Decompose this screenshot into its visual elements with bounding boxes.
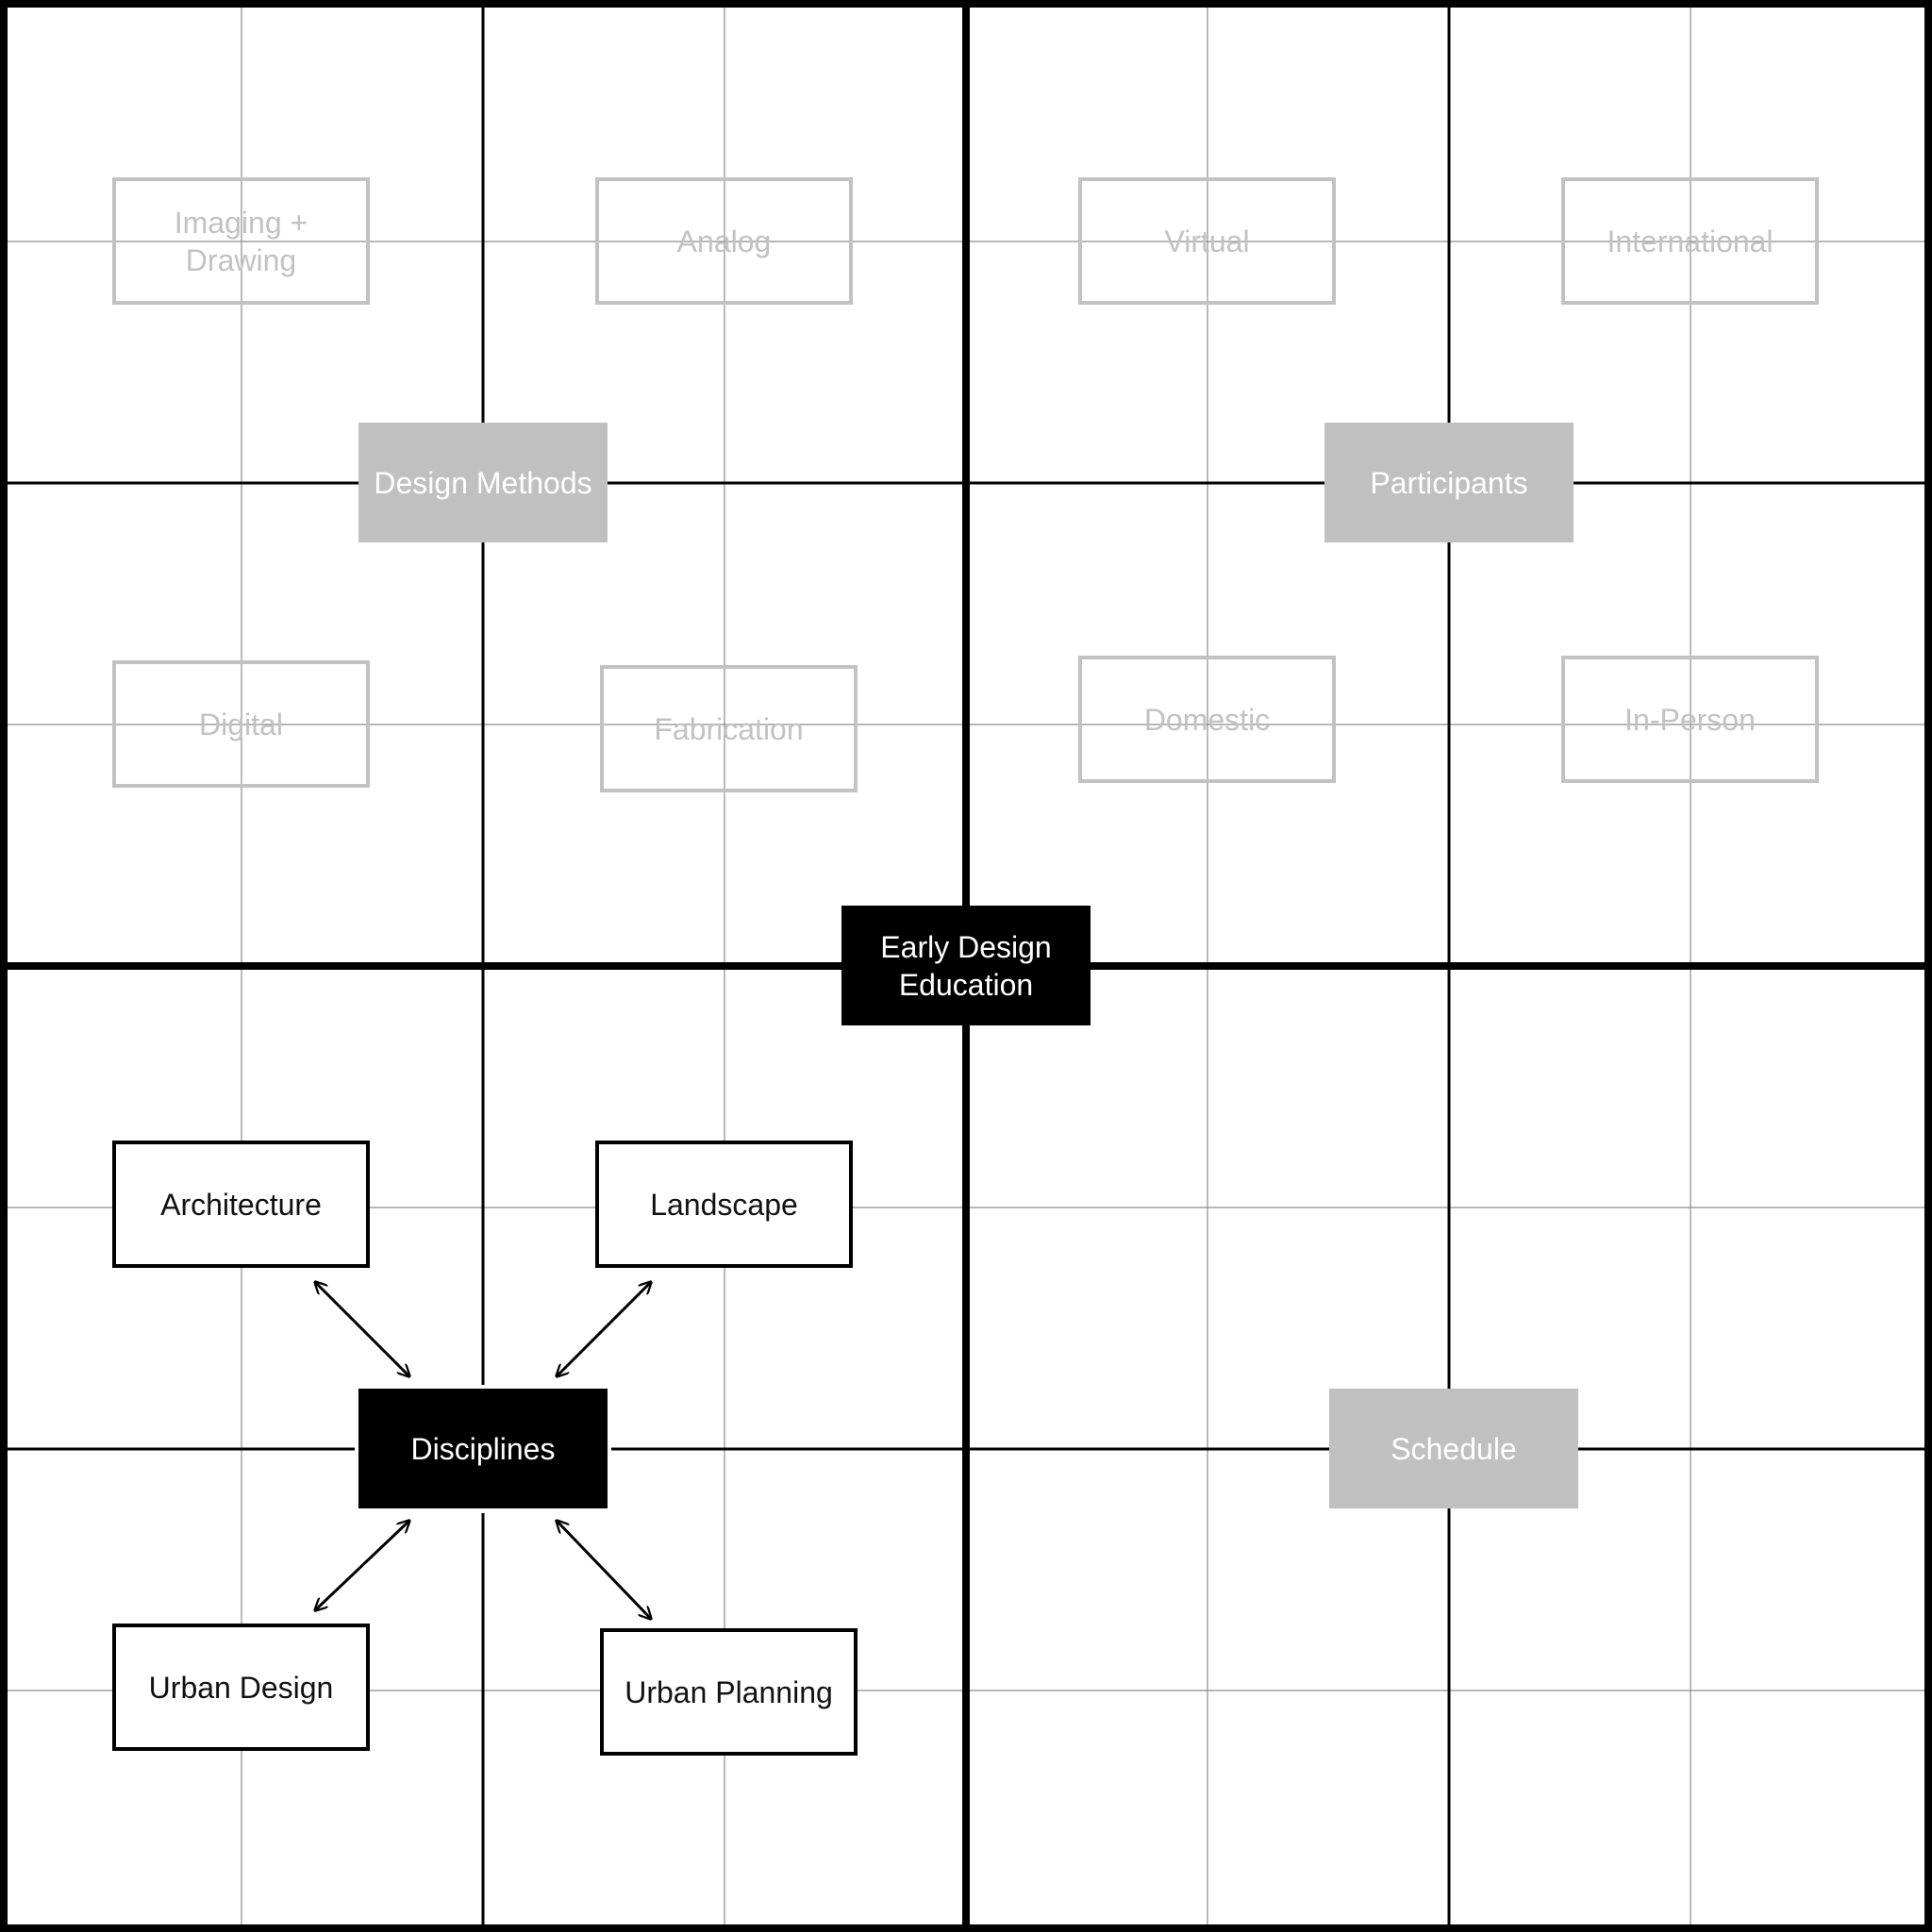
box-international <box>1561 177 1819 305</box>
label-early-design-education: Early Design Education <box>880 929 1052 1002</box>
item-international: International <box>1607 224 1774 258</box>
faded-item-boxes <box>112 177 1819 792</box>
arrow-architecture <box>315 1282 409 1376</box>
label-design-methods: Design Methods <box>374 465 592 500</box>
label-participants: Participants <box>1370 465 1528 500</box>
box-digital <box>112 660 370 788</box>
item-virtual: Virtual <box>1164 224 1250 258</box>
box-urban-planning <box>600 1628 858 1756</box>
connector-arrows <box>315 1282 651 1619</box>
item-analog: Analog <box>676 224 772 258</box>
discipline-boxes <box>112 1141 858 1756</box>
item-architecture: Architecture <box>160 1187 322 1222</box>
grey-hubs <box>358 423 1578 1508</box>
item-landscape: Landscape <box>650 1187 798 1222</box>
box-imaging-drawing <box>112 177 370 305</box>
box-architecture <box>112 1141 370 1268</box>
label-disciplines: Disciplines <box>410 1431 556 1466</box>
black-hubs <box>358 906 1091 1508</box>
box-virtual <box>1078 177 1336 305</box>
item-in-person: In-Person <box>1624 702 1756 737</box>
hub-participants <box>1324 423 1574 542</box>
hub-early-design-education <box>841 906 1091 1025</box>
item-imaging-drawing: Imaging + Drawing <box>174 205 308 277</box>
box-domestic <box>1078 656 1336 783</box>
item-fabrication: Fabrication <box>654 711 804 746</box>
box-analog <box>595 177 853 305</box>
label-schedule: Schedule <box>1391 1431 1517 1466</box>
box-fabrication <box>600 665 858 792</box>
arrow-urban-planning <box>557 1521 651 1619</box>
hub-disciplines <box>358 1389 608 1508</box>
hub-schedule <box>1329 1389 1578 1508</box>
item-urban-planning: Urban Planning <box>625 1674 833 1709</box>
arrow-landscape <box>557 1282 651 1376</box>
item-domestic: Domestic <box>1143 702 1271 737</box>
arrow-urban-design <box>315 1521 409 1610</box>
item-digital: Digital <box>199 707 283 741</box>
hub-design-methods <box>358 423 608 542</box>
box-in-person <box>1561 656 1819 783</box>
box-urban-design <box>112 1624 370 1751</box>
item-urban-design: Urban Design <box>148 1670 334 1705</box>
box-landscape <box>595 1141 853 1268</box>
